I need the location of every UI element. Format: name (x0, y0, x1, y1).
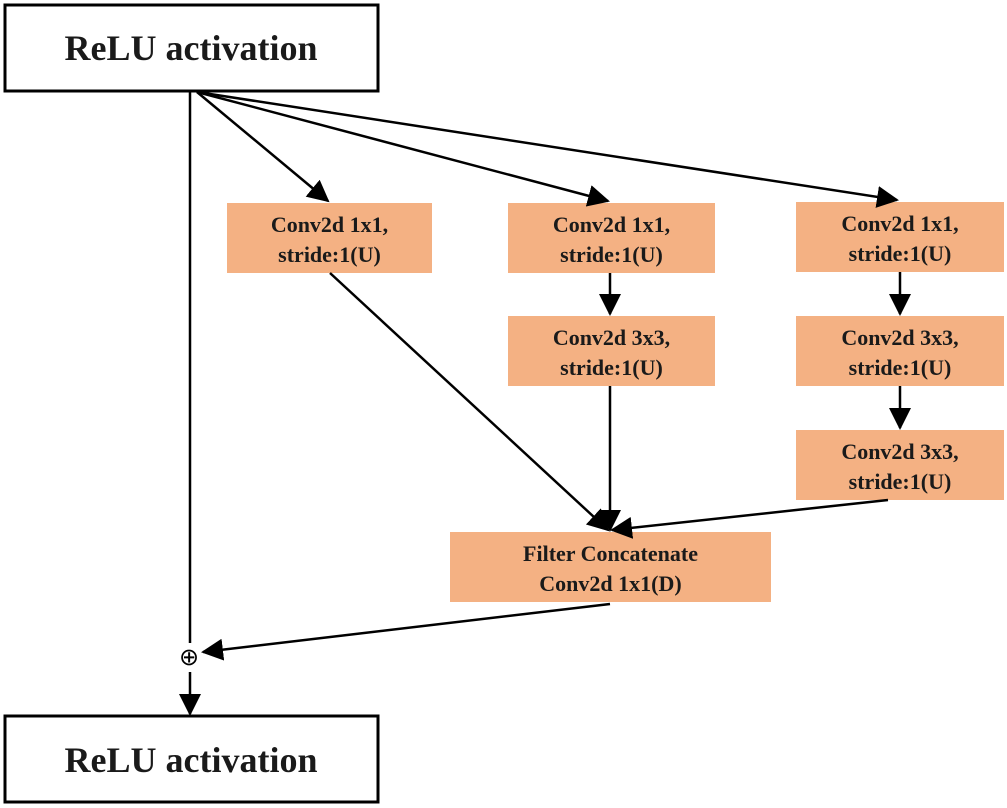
branch3-conv3x3-first-line1: Conv2d 3x3, (841, 325, 958, 350)
edge-input-to-branch2 (196, 90, 610, 207)
branch3-conv1x1-line1: Conv2d 1x1, (841, 211, 958, 236)
branch3-conv3x3-second-line2: stride:1(U) (849, 469, 952, 494)
branch3-conv3x3-second-line1: Conv2d 3x3, (841, 439, 958, 464)
filter-concatenate-line2: Conv2d 1x1(D) (539, 571, 681, 596)
filter-concatenate-line1: Filter Concatenate (523, 541, 698, 566)
branch3-conv1x1-node: Conv2d 1x1, stride:1(U) (796, 202, 1004, 272)
branch1-conv1x1-line2: stride:1(U) (278, 242, 381, 267)
filter-concatenate-node: Filter Concatenate Conv2d 1x1(D) (450, 532, 771, 602)
branch3-conv3x3-second-node: Conv2d 3x3, stride:1(U) (796, 430, 1004, 500)
branch2-conv1x1-line1: Conv2d 1x1, (553, 212, 670, 237)
edge-input-to-branch1 (196, 91, 330, 203)
branch1-conv1x1-node: Conv2d 1x1, stride:1(U) (227, 203, 432, 273)
edge-branch1-to-concat (329, 272, 610, 532)
branch3-conv3x3-first-node: Conv2d 3x3, stride:1(U) (796, 316, 1004, 386)
input-relu-node: ReLU activation (3, 3, 380, 93)
edge-branch3-to-concat (610, 498, 889, 539)
branch2-conv3x3-line2: stride:1(U) (560, 355, 663, 380)
edge-input-to-branch3 (196, 90, 899, 208)
branch2-conv1x1-node: Conv2d 1x1, stride:1(U) (508, 203, 715, 273)
branch3-conv1x1-line2: stride:1(U) (849, 241, 952, 266)
output-relu-node: ReLU activation (3, 714, 380, 804)
branch2-conv3x3-node: Conv2d 3x3, stride:1(U) (508, 316, 715, 386)
input-relu-label: ReLU activation (65, 28, 318, 68)
branch2-conv1x1-line2: stride:1(U) (560, 242, 663, 267)
branch2-conv3x3-line1: Conv2d 3x3, (553, 325, 670, 350)
branch3-conv3x3-first-line2: stride:1(U) (849, 355, 952, 380)
elementwise-sum-icon: ⊕ (179, 643, 199, 671)
output-relu-label: ReLU activation (65, 740, 318, 780)
branch1-conv1x1-line1: Conv2d 1x1, (271, 212, 388, 237)
edge-concat-to-sum (201, 602, 611, 661)
